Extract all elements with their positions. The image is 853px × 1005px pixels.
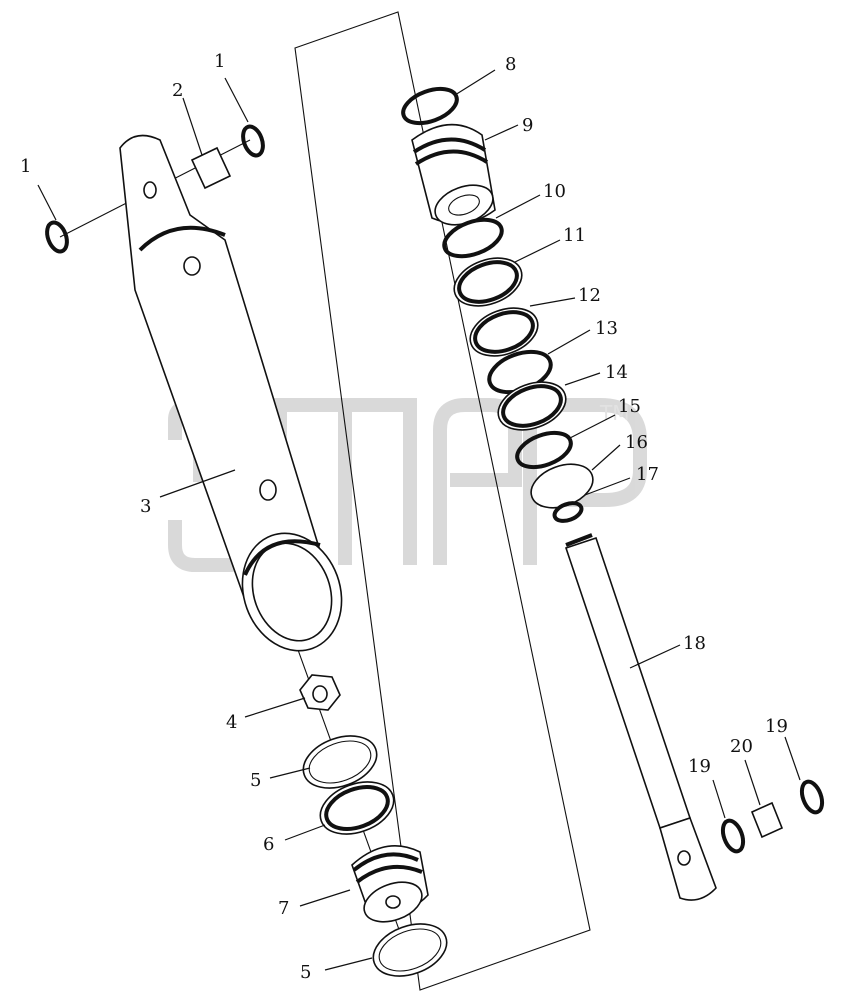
ring-11-inner [457,260,519,304]
callout-14: 14 [605,362,628,383]
ring-19-right [799,779,825,815]
bushing-20 [750,801,784,839]
ring-10 [442,217,504,259]
callout-7: 7 [278,898,289,919]
cylinder-barrel-3 [119,134,343,652]
callout-13: 13 [595,318,618,339]
callout-16: 16 [625,432,648,453]
piston-7 [351,845,429,923]
callout-3: 3 [140,496,151,517]
guide-sleeve-9 [411,123,496,226]
callout-4: 4 [226,712,237,733]
ring-1-left [45,220,69,254]
callout-19-right: 19 [765,716,788,737]
callout-20: 20 [730,736,753,757]
ring-1-right [241,124,265,158]
callout-1-left: 1 [20,156,31,177]
callout-15: 15 [618,396,641,417]
leader-lines [37,69,801,971]
callout-10: 10 [543,181,566,202]
callout-5-lower: 5 [300,962,311,983]
callout-11: 11 [563,225,586,246]
callout-9: 9 [522,115,533,136]
bushing-2 [190,146,232,190]
assembly-frame [294,11,591,991]
callout-8: 8 [505,54,516,75]
callout-18: 18 [683,633,706,654]
callout-19-left: 19 [688,756,711,777]
ring-19-left [720,818,746,854]
callout-12: 12 [578,285,601,306]
seal-ring-5-lower [372,923,448,977]
ring-8 [401,86,459,126]
callout-2: 2 [172,80,183,101]
ring-12-inner [473,310,535,354]
seal-ring-5-lower-inner [378,928,442,972]
nut-4 [299,674,341,711]
callout-6: 6 [263,834,274,855]
seal-ring-5-upper [302,735,378,789]
ring-6-inner [324,785,390,831]
piston-rod-18 [564,533,717,901]
callout-1-right: 1 [214,51,225,72]
ring-14-inner [501,384,563,428]
seal-ring-5-upper-inner [308,740,372,784]
ring-15 [515,430,573,470]
ring-17 [552,501,584,523]
callout-5-upper: 5 [250,770,261,791]
callout-17: 17 [636,464,659,485]
